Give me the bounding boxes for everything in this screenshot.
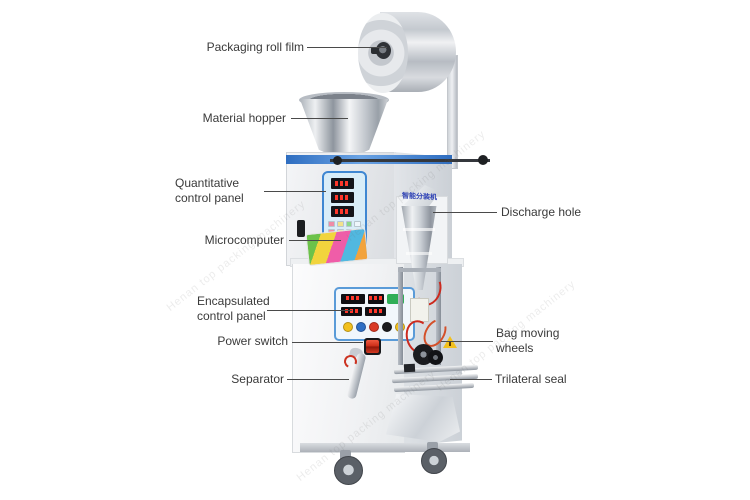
label-microcomputer: Microcomputer [204,233,284,247]
leader-line-microcomputer [289,240,341,241]
label-separator: Separator [231,372,284,386]
leader-line-encapsulated-control-panel [267,310,352,311]
digital-display [368,294,384,304]
panel-button [356,322,366,332]
leader-line-trilateral-seal [450,379,492,380]
leader-line-bag-moving-wheels [441,341,493,342]
digital-display [365,307,386,316]
leader-line-packaging-roll-film [307,47,387,48]
leader-line-quantitative-control-panel [264,191,326,192]
digital-display [341,307,362,316]
mechanism-frame [398,268,441,272]
panel-button [382,322,392,332]
mechanism-frame [398,267,403,365]
warning-mark [449,341,451,346]
connector-box [410,298,429,322]
panel-button [369,322,379,332]
digital-display [331,178,354,189]
label-material-hopper: Material hopper [202,111,286,125]
material-hopper [299,99,389,153]
film-roll-hub [376,42,391,59]
rod-knob [333,156,342,165]
discharge-tray [386,394,460,442]
leader-line-separator [287,379,349,380]
label-bag-moving-wheels: Bag moving wheels [496,326,560,355]
power-switch [364,338,381,355]
label-power-switch: Power switch [217,334,288,348]
mechanism-frame [436,267,441,365]
film-tension-rod [330,159,490,162]
base-frame [300,443,470,452]
digital-display [331,206,354,217]
caster-wheel [421,448,447,474]
leader-line-discharge-hole [433,212,497,213]
funnel-highlight [406,252,432,255]
label-encapsulated-control-panel: Encapsulated control panel [197,294,270,323]
bag-moving-wheel [428,350,443,365]
leader-line-material-hopper [291,118,348,119]
digital-display [341,294,365,304]
seal-clamp [403,363,416,373]
green-button [387,294,404,304]
panel-button [343,322,353,332]
funnel-highlight [403,228,435,231]
label-packaging-roll-film: Packaging roll film [206,40,304,54]
film-roll-axle [371,47,379,54]
label-quantitative-control-panel: Quantitative control panel [175,176,244,205]
label-trilateral-seal: Trilateral seal [495,372,567,386]
side-toggle-switch [297,220,305,237]
caster-wheel [334,456,363,485]
label-discharge-hole: Discharge hole [501,205,582,219]
digital-display [331,192,354,203]
rod-knob [478,155,488,165]
leader-line-power-switch [292,342,363,343]
